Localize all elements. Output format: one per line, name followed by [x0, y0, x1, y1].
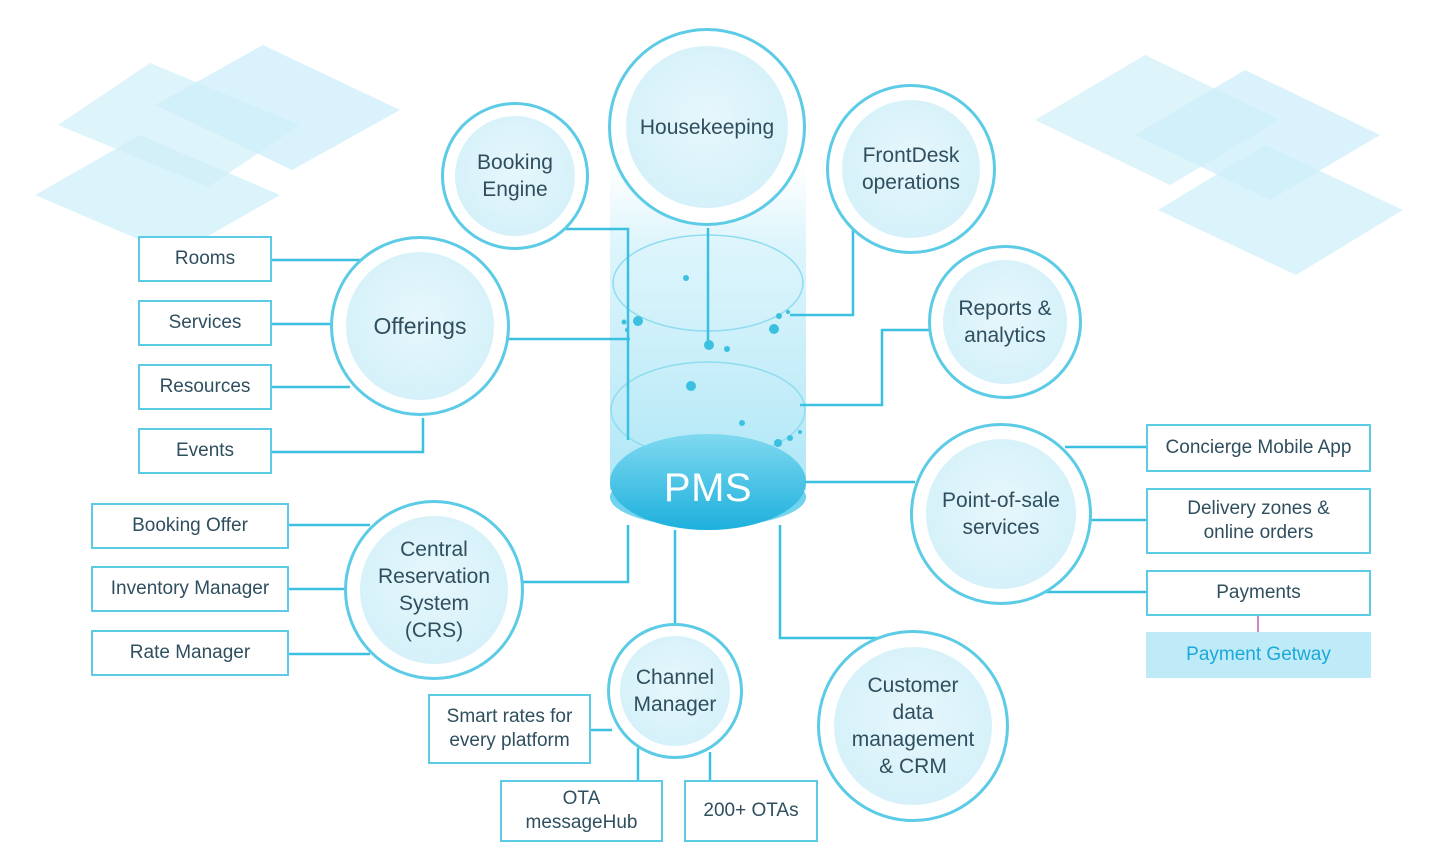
channel-manager-node: Channel Manager [607, 623, 743, 759]
pms-label: PMS [663, 465, 753, 510]
box-booking-offer: Booking Offer [91, 503, 289, 549]
decor-diamonds-left [35, 45, 400, 255]
box-services: Services [138, 300, 272, 346]
pos-node: Point-of-sale services [910, 423, 1092, 605]
housekeeping-node: Housekeeping [608, 28, 806, 226]
crm-node: Customer data management & CRM [817, 630, 1009, 822]
box-payment-gateway: Payment Getway [1146, 632, 1371, 678]
box-inventory-manager: Inventory Manager [91, 566, 289, 612]
connector-lines [272, 227, 1147, 780]
offerings-label: Offerings [346, 252, 494, 400]
pos-label: Point-of-sale services [926, 439, 1076, 589]
box-resources: Resources [138, 364, 272, 410]
box-rate-manager: Rate Manager [91, 630, 289, 676]
box-ota-messagehub: OTA messageHub [500, 780, 663, 842]
frontdesk-node: FrontDesk operations [826, 84, 996, 254]
crm-label: Customer data management & CRM [834, 647, 992, 805]
crs-node: Central Reservation System (CRS) [344, 500, 524, 680]
box-events: Events [138, 428, 272, 474]
booking-engine-label: Booking Engine [455, 116, 575, 236]
crs-label: Central Reservation System (CRS) [360, 516, 508, 664]
box-payments: Payments [1146, 570, 1371, 616]
box-rooms: Rooms [138, 236, 272, 282]
box-concierge-app: Concierge Mobile App [1146, 424, 1371, 472]
housekeeping-label: Housekeeping [626, 46, 788, 208]
channel-manager-label: Channel Manager [620, 636, 730, 746]
decor-diamonds-right [1035, 55, 1403, 275]
offerings-node: Offerings [330, 236, 510, 416]
box-smart-rates: Smart rates for every platform [428, 694, 591, 764]
frontdesk-label: FrontDesk operations [842, 100, 980, 238]
pms-cylinder [610, 160, 806, 530]
booking-engine-node: Booking Engine [441, 102, 589, 250]
reports-label: Reports & analytics [943, 260, 1067, 384]
reports-node: Reports & analytics [928, 245, 1082, 399]
box-delivery-zones: Delivery zones & online orders [1146, 488, 1371, 554]
box-200-otas: 200+ OTAs [684, 780, 818, 842]
